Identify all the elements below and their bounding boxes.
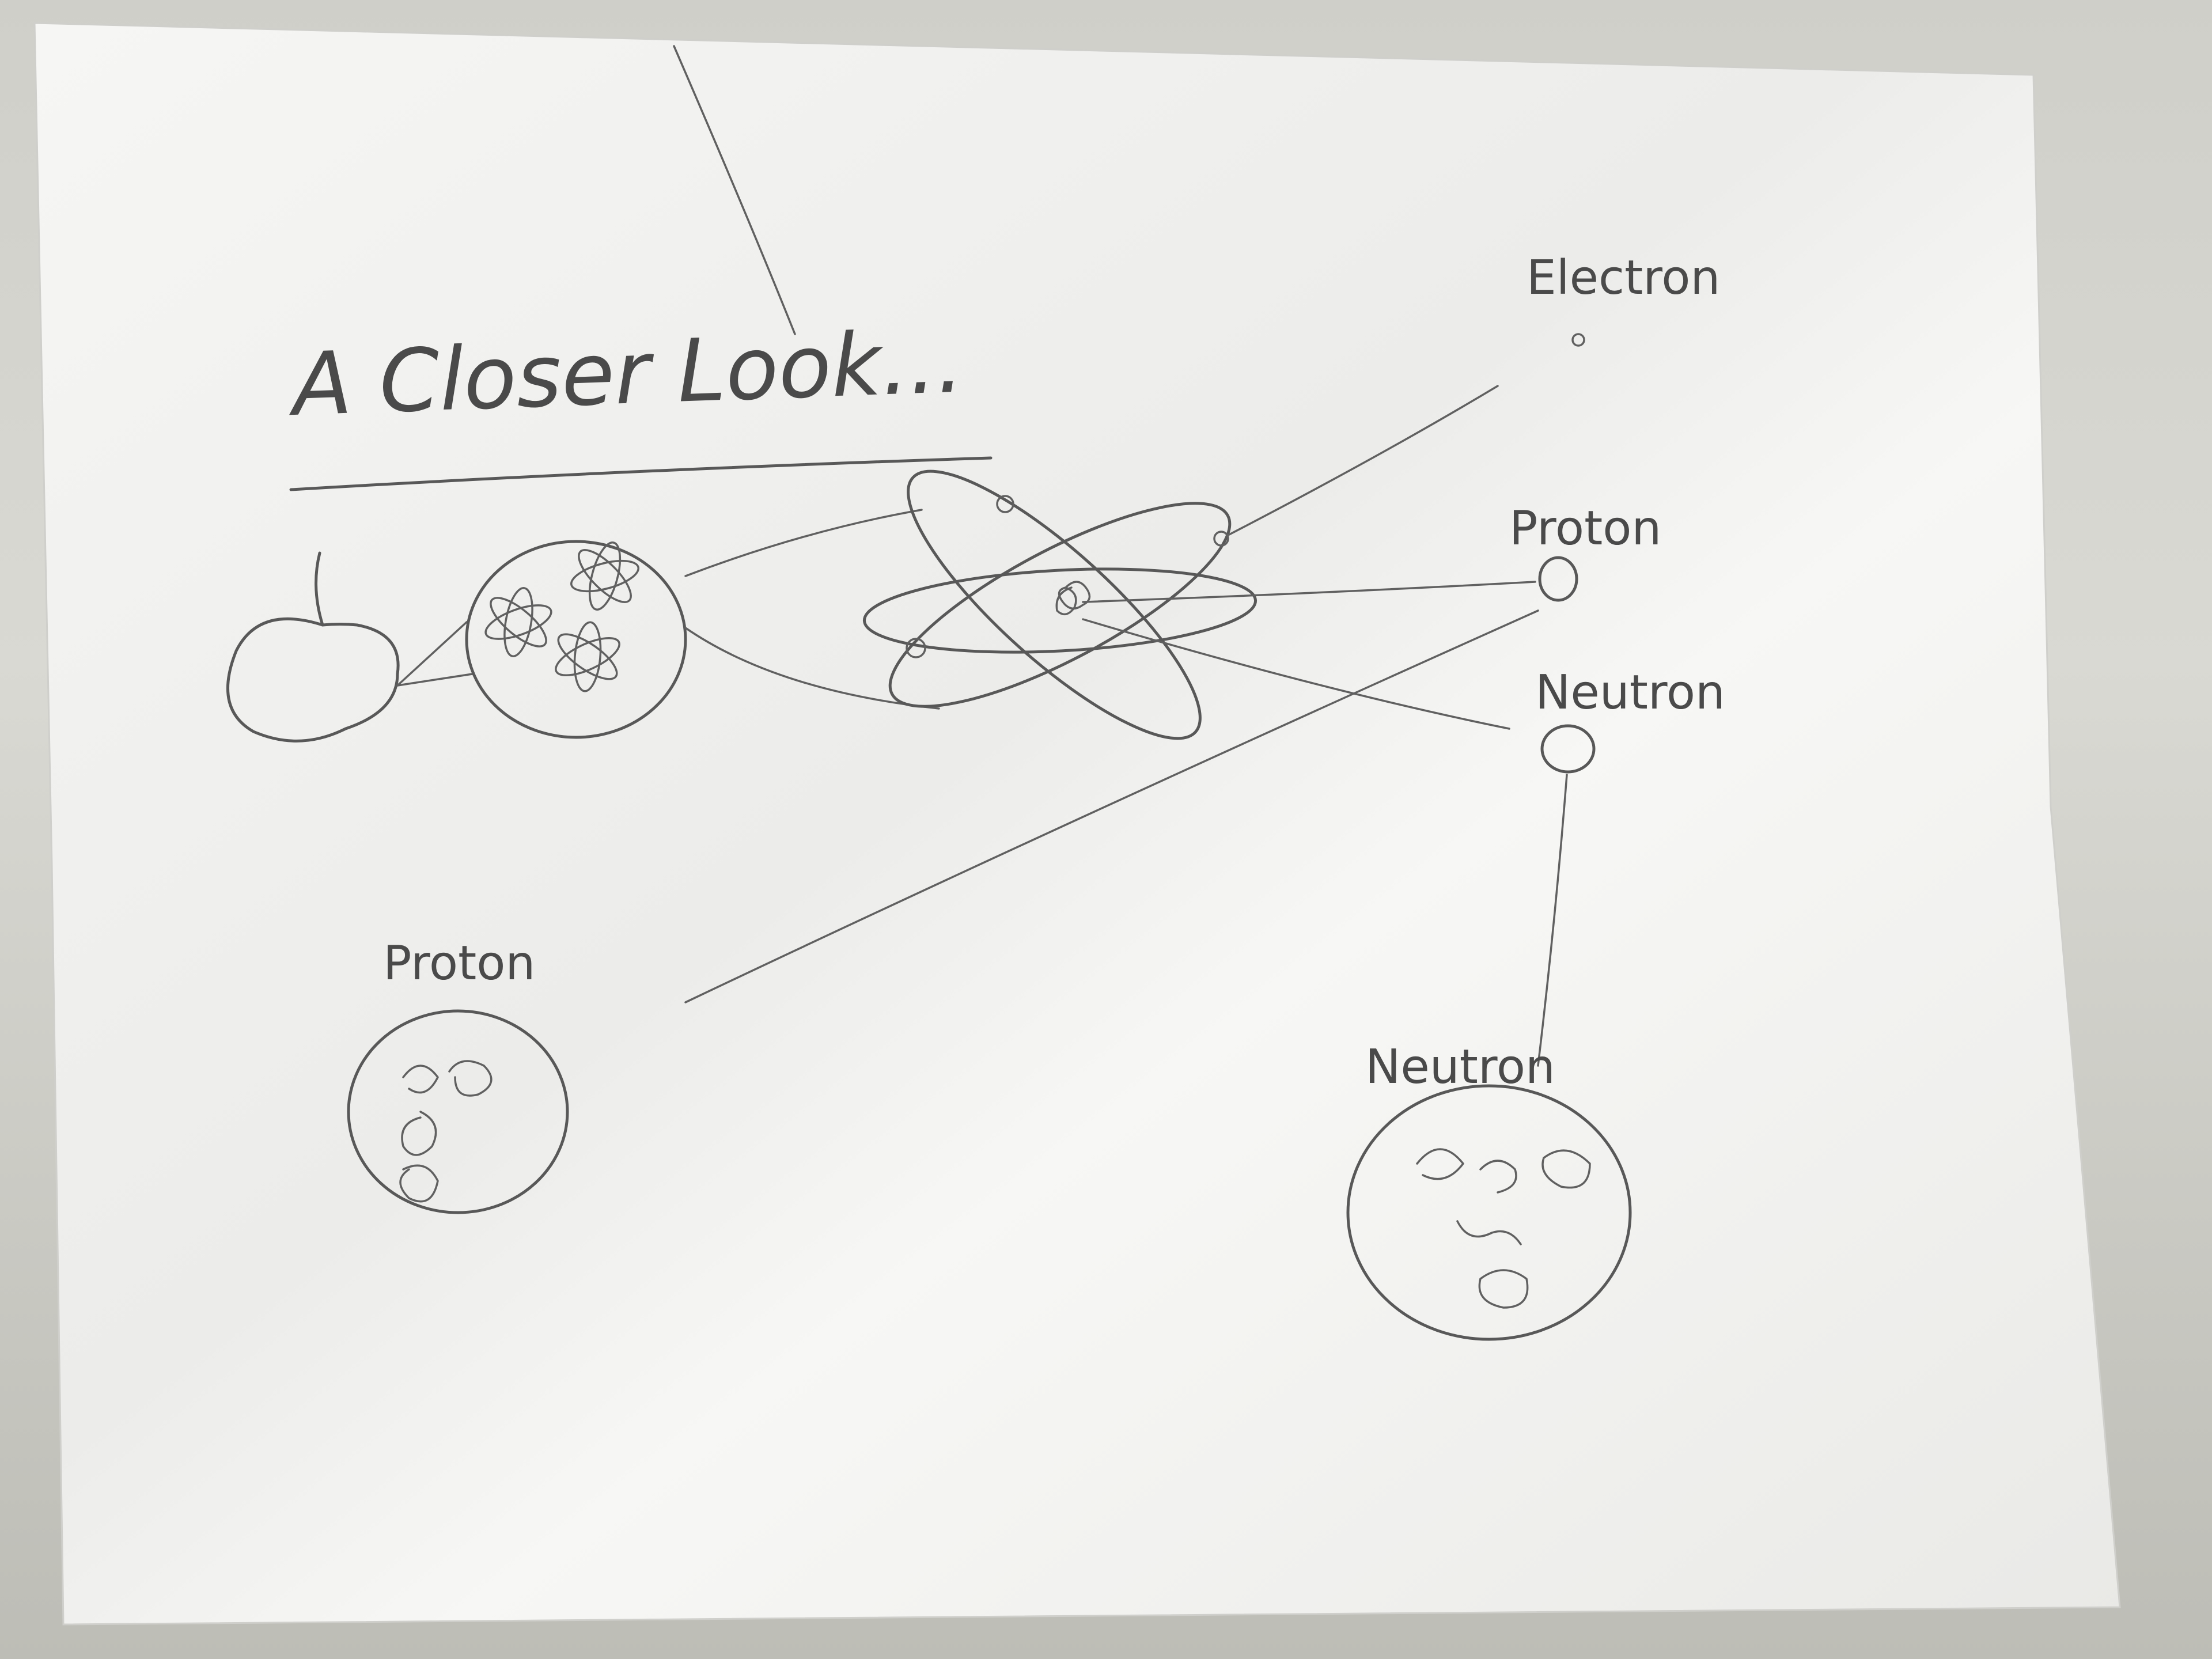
atom-diagram [862, 469, 1257, 740]
mini-atom [555, 621, 620, 692]
electron-dot [906, 638, 926, 658]
proton-zoom-line [684, 609, 1539, 1003]
proton-connector [1082, 581, 1536, 603]
proton-label-right: Proton [1509, 501, 1661, 556]
paper-crease [673, 45, 796, 335]
mini-atom [570, 541, 639, 611]
electron-label: Electron [1527, 251, 1720, 305]
nucleus [1055, 581, 1091, 616]
electron-connector [1226, 385, 1499, 537]
electron-circle [1571, 333, 1585, 347]
proton-label-bottom: Proton [383, 936, 535, 991]
neutron-connector [1082, 618, 1510, 730]
proton-detail [347, 1009, 569, 1214]
electron-dot [996, 495, 1014, 513]
quark-scribble [399, 1060, 493, 1203]
proton-circle-right [1538, 556, 1578, 602]
quark-scribble [1416, 1148, 1591, 1309]
title-underline [289, 456, 993, 491]
neutron-label-right: Neutron [1535, 665, 1725, 720]
neutron-zoom-line [1537, 774, 1568, 1067]
apple-drawing [226, 551, 400, 743]
neutron-detail [1346, 1084, 1632, 1341]
zoom-line [684, 509, 923, 577]
paper-outline [33, 22, 2121, 1626]
zoom-line [396, 621, 468, 687]
mini-atom [484, 587, 552, 657]
neutron-circle-right [1540, 724, 1596, 774]
electron-dot [1213, 531, 1229, 547]
neutron-label-bottom: Neutron [1365, 1040, 1555, 1094]
zoom-line [684, 627, 940, 710]
atoms-cluster [465, 540, 687, 739]
zoom-line [396, 673, 474, 687]
page-title: A Closer Look... [286, 312, 965, 435]
